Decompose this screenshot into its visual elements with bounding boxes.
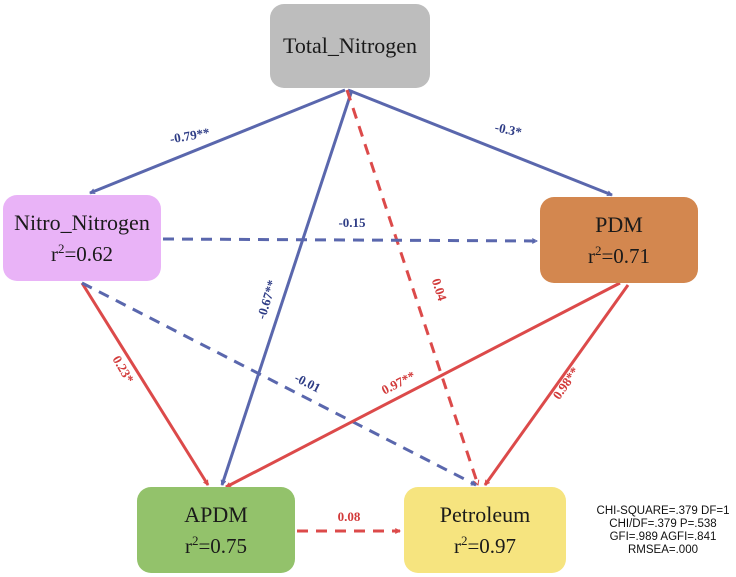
edge-pdm-pet <box>483 284 630 485</box>
edge-label-nn-apdm: 0.23* <box>110 353 138 386</box>
fit-stat-line: GFI=.989 AGFI=.841 <box>609 531 717 543</box>
edge-label-tn-nn: -0.79** <box>169 125 211 147</box>
node-petroleum: Petroleum r2=0.97 <box>404 487 566 573</box>
fit-stat-line: CHI-SQUARE=.379 DF=1 <box>596 505 730 517</box>
edge-label-pdm-apdm: 0.97** <box>379 368 418 398</box>
edge-label-apdm-pet: 0.08 <box>338 509 361 524</box>
model-fit-statistics: CHI-SQUARE=.379 DF=1 CHI/DF=.379 P=.538 … <box>590 505 736 557</box>
fit-stat-line: RMSEA=.000 <box>628 544 698 556</box>
edge-nn-pet <box>81 281 476 487</box>
edge-nn-pdm <box>162 237 537 241</box>
edge-tn-pet <box>345 89 480 485</box>
edge-label-tn-pet: 0.04 <box>429 276 450 303</box>
edge-label-tn-pdm: -0.3* <box>494 119 524 139</box>
node-nitro-nitrogen: Nitro_Nitrogen r2=0.62 <box>3 195 161 281</box>
node-nitro-nitrogen-name: Nitro_Nitrogen <box>14 209 150 235</box>
edge-label-nn-pet: -0.01 <box>292 370 323 396</box>
node-apdm: APDM r2=0.75 <box>137 487 295 573</box>
node-apdm-r2: r2=0.75 <box>184 532 248 558</box>
node-petroleum-name: Petroleum <box>439 501 531 527</box>
fit-stat-line: CHI/DF=.379 P=.538 <box>609 518 717 530</box>
edge-nn-apdm <box>80 282 210 485</box>
node-total-nitrogen: Total_Nitrogen <box>270 4 430 88</box>
node-nitro-nitrogen-r2: r2=0.62 <box>50 240 114 266</box>
node-pdm-r2: r2=0.71 <box>587 242 651 268</box>
edge-label-pdm-pet: 0.98** <box>549 364 582 402</box>
edge-label-nn-pdm: -0.15 <box>338 215 366 230</box>
edge-tn-apdm <box>220 89 354 485</box>
node-petroleum-r2: r2=0.97 <box>453 532 517 558</box>
node-total-nitrogen-name: Total_Nitrogen <box>282 33 418 58</box>
edge-label-tn-apdm: -0.67** <box>254 278 280 321</box>
node-pdm: PDM r2=0.71 <box>540 197 698 283</box>
node-pdm-name: PDM <box>595 211 643 237</box>
node-apdm-name: APDM <box>184 501 248 527</box>
edge-pdm-apdm <box>226 281 621 489</box>
edge-tn-nn <box>90 88 346 195</box>
edge-tn-pdm <box>347 88 612 197</box>
